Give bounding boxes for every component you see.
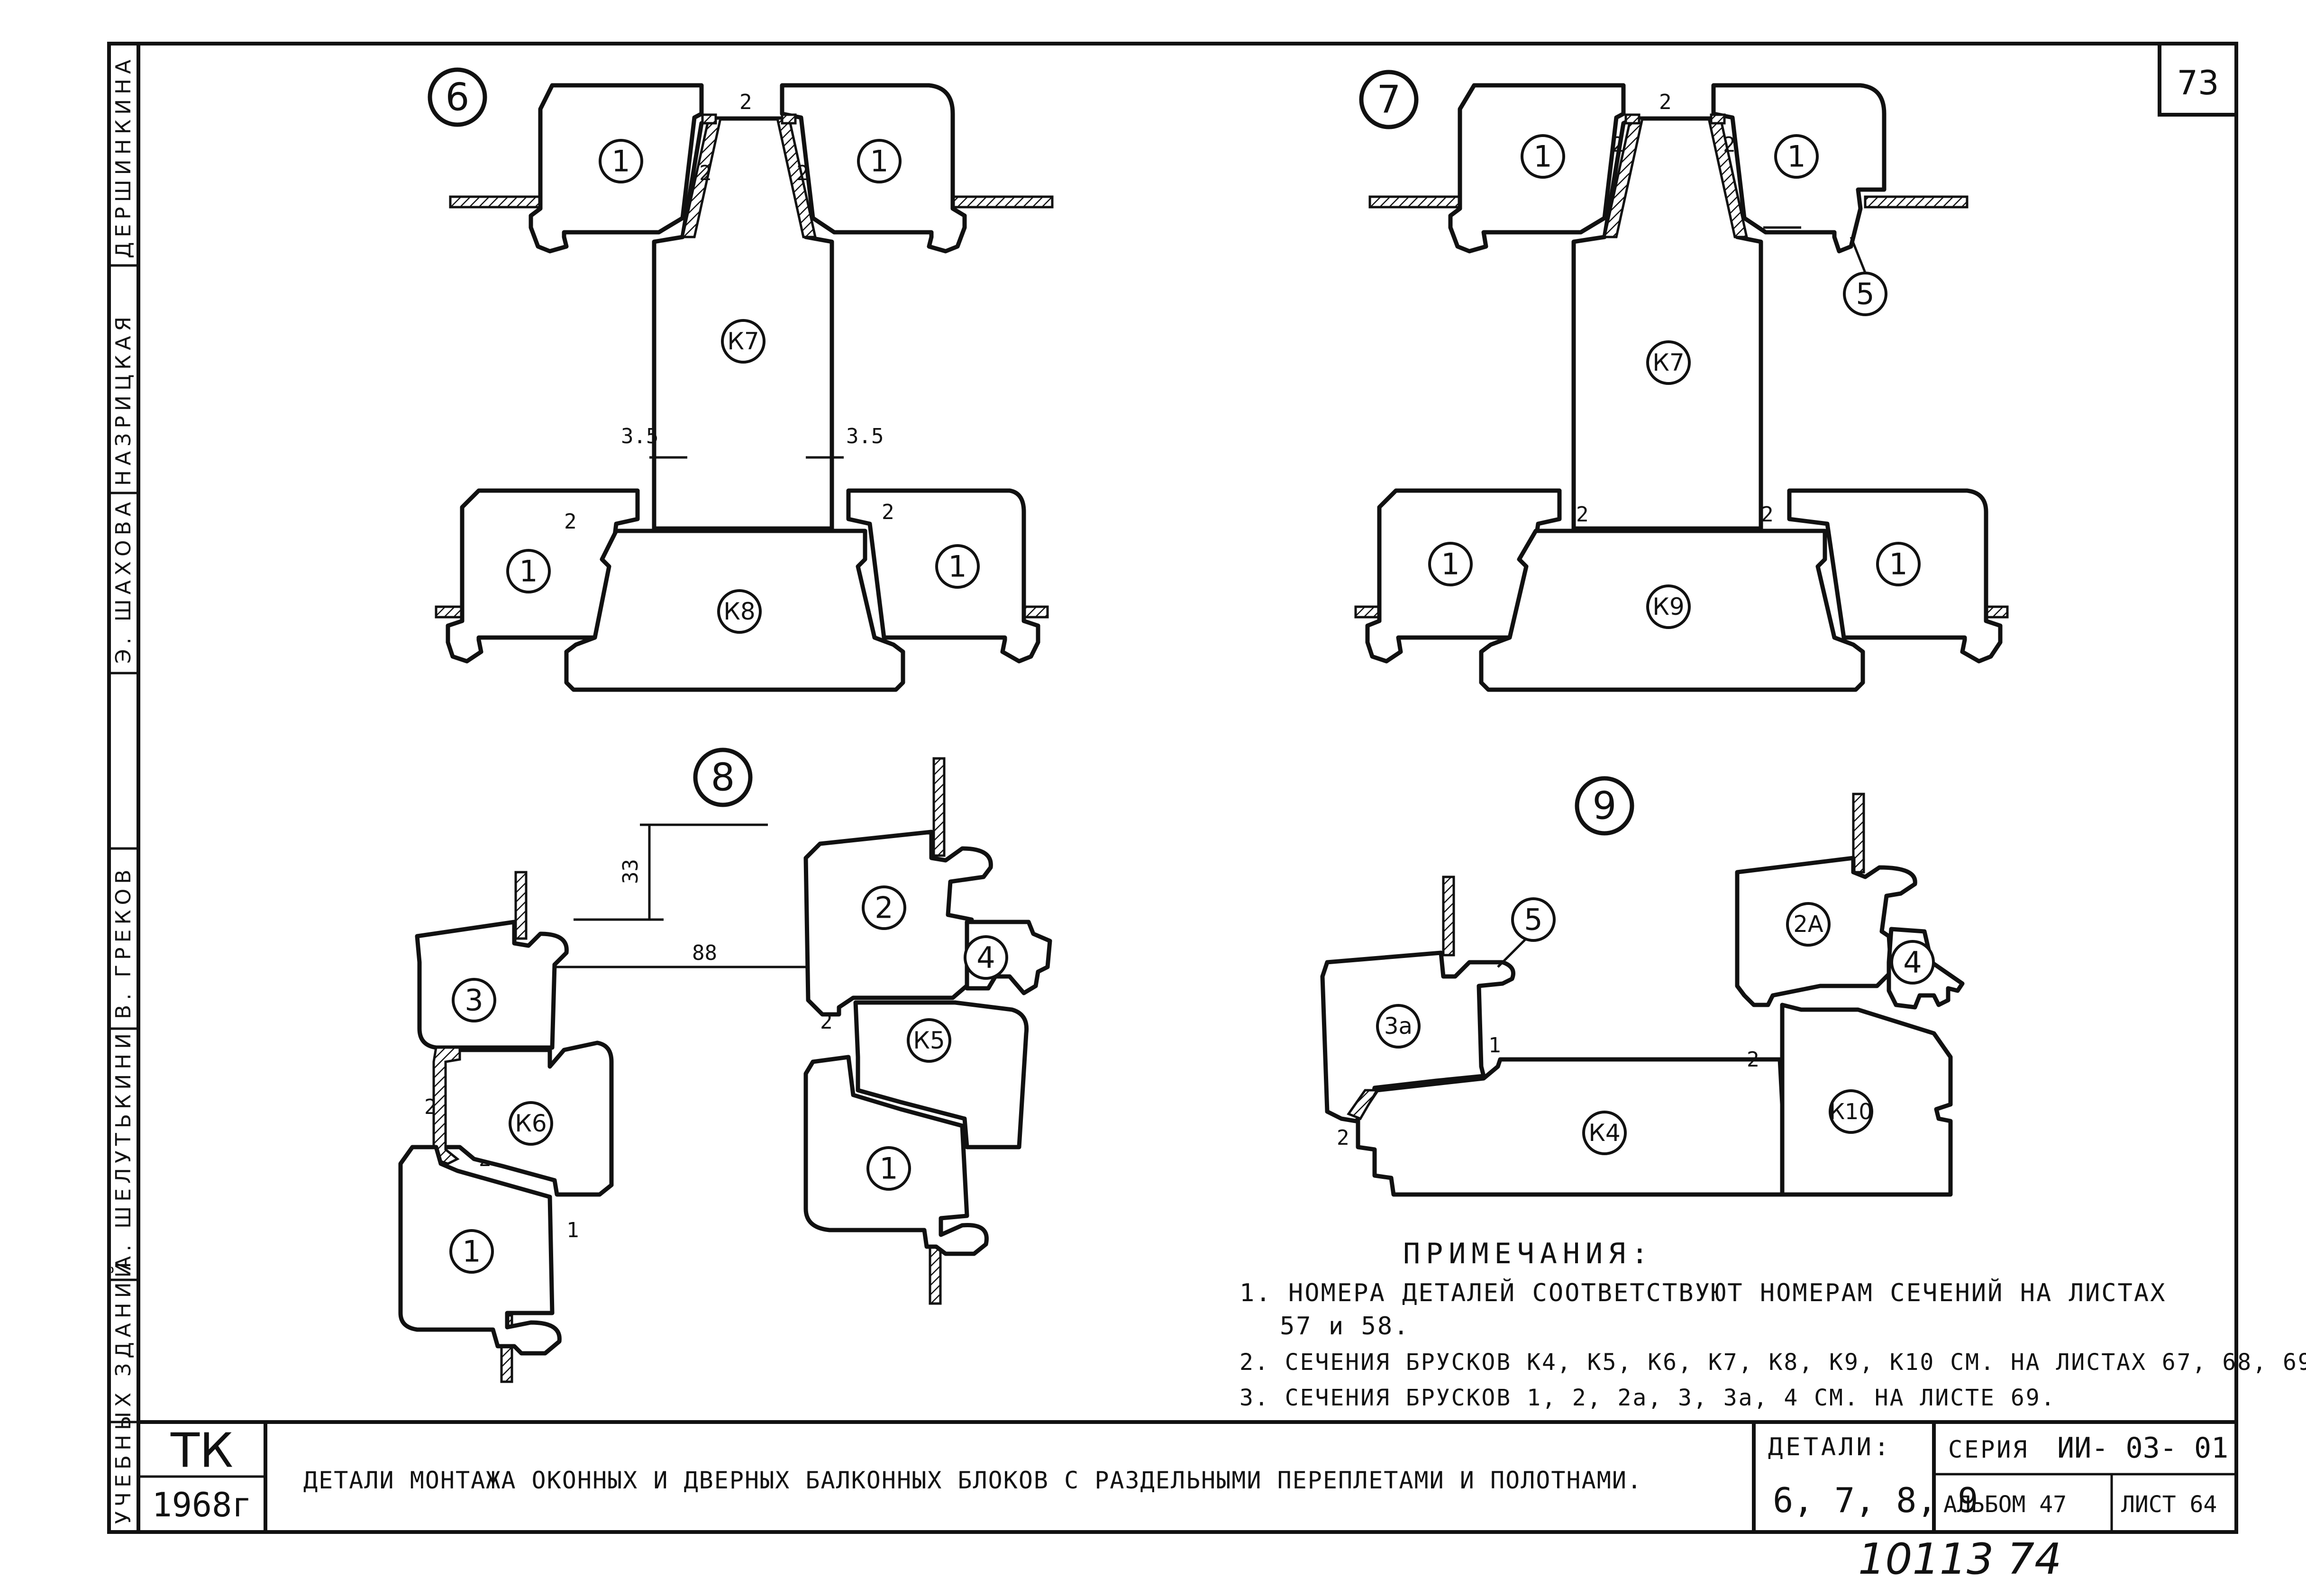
- detail-9-number: 9: [1593, 784, 1617, 828]
- part-8-k6: К6: [515, 1110, 547, 1137]
- part-9-4: 4: [1903, 945, 1922, 980]
- dim-6-7: 2: [882, 500, 894, 524]
- tb-details-label: ДЕТАЛИ:: [1768, 1433, 1892, 1461]
- part-6-1d: 1: [948, 549, 966, 584]
- dim-6-2: 2: [699, 161, 712, 185]
- notes: ПРИМЕЧАНИЯ: 1. НОМЕРА ДЕТАЛЕЙ СООТВЕТСТВ…: [1240, 1237, 2306, 1411]
- side-label-4: В. ГРЕКОВ: [111, 865, 136, 1019]
- detail-6: 6 2 2 2 3.5 3.5 2 2: [428, 67, 1054, 692]
- part-8-2: 2: [875, 891, 893, 925]
- part-6-1c: 1: [519, 554, 538, 589]
- dim-9-1: 1: [1488, 1033, 1501, 1058]
- dim-7-3: 2: [1723, 133, 1736, 157]
- side-label-2: НАЗРИЦКАЯ: [111, 312, 136, 486]
- detail-6-dims: 2 2 2 3.5 3.5 2 2: [564, 90, 894, 534]
- detail-8-number: 8: [711, 756, 735, 800]
- dim-7-5: 2: [1761, 502, 1774, 527]
- side-label-1: ДЕРШИНКИНА: [111, 55, 136, 258]
- dim-9-2: 2: [1337, 1126, 1349, 1150]
- part-6-k8: К8: [723, 598, 755, 625]
- side-labels: ДЕРШИНКИНА НАЗРИЦКАЯ Э. ШАХОВА В. ГРЕКОВ…: [110, 55, 136, 1524]
- note-3: 3. СЕЧЕНИЯ БРУСКОВ 1, 2, 2а, 3, 3а, 4 СМ…: [1240, 1385, 2056, 1411]
- dim-6-5: 3.5: [846, 424, 884, 448]
- dim-7-2: 2: [1612, 133, 1624, 157]
- dim-9-3: 2: [1747, 1048, 1759, 1072]
- part-7-1a: 1: [1533, 139, 1552, 174]
- dim-7-1: 2: [1659, 90, 1672, 114]
- dim-7-4: 2: [1576, 502, 1589, 527]
- detail-9-dims: 1 2 2: [1337, 1033, 1759, 1150]
- dim-6-6: 2: [564, 510, 577, 534]
- tb-details-value: 6, 7, 8, 9: [1773, 1480, 1978, 1520]
- part-8-1b: 1: [879, 1151, 898, 1186]
- part-7-5: 5: [1856, 277, 1874, 311]
- dim-6-3: 2: [796, 161, 809, 185]
- tb-title: ДЕТАЛИ МОНТАЖА ОКОННЫХ И ДВЕРНЫХ БАЛКОНН…: [303, 1467, 1642, 1494]
- part-9-5: 5: [1524, 903, 1542, 937]
- dim-8-d: 1: [566, 1218, 579, 1242]
- part-9-3a: 3а: [1384, 1013, 1413, 1040]
- tb-org: ТК: [170, 1423, 233, 1478]
- note-1: 1. НОМЕРА ДЕТАЛЕЙ СООТВЕТСТВУЮТ НОМЕРАМ …: [1240, 1278, 2166, 1307]
- tb-album: АЛЬБОМ 47: [1943, 1491, 2067, 1518]
- part-6-1a: 1: [611, 144, 630, 179]
- part-7-1c: 1: [1441, 547, 1459, 582]
- part-8-k5: К5: [913, 1027, 945, 1054]
- part-9-k4: К4: [1588, 1119, 1620, 1147]
- sheet-frame: [107, 42, 2238, 1534]
- detail-7-number: 7: [1377, 78, 1401, 122]
- side-label-5: А. ШЕЛУТЬКИНИ: [111, 1029, 136, 1270]
- part-6-1b: 1: [870, 144, 888, 179]
- part-7-1d: 1: [1889, 547, 1907, 582]
- detail-8: 8 33 88 2 2 2 1 2 2 1: [398, 748, 1052, 1383]
- detail-6-number: 6: [446, 75, 470, 119]
- tb-series-value: ИИ- 03- 01: [2057, 1432, 2228, 1465]
- part-7-k7: К7: [1652, 349, 1684, 376]
- dim-6-4: 3.5: [621, 424, 658, 448]
- part-7-k9: К9: [1652, 593, 1684, 620]
- part-8-4: 4: [976, 940, 995, 975]
- detail-7-dims: 2 2 2 2 2: [1576, 90, 1801, 527]
- side-label-3: Э. ШАХОВА: [111, 497, 136, 664]
- dim-8-33: 33: [619, 859, 643, 884]
- part-6-k7: К7: [727, 328, 759, 355]
- part-7-1b: 1: [1787, 139, 1805, 174]
- tb-sheet: ЛИСТ 64: [2121, 1491, 2217, 1518]
- detail-9: 9 1 2 2 5 3а К4 2А 4 К10: [1320, 776, 1965, 1197]
- title-block: ТК 1968г ДЕТАЛИ МОНТАЖА ОКОННЫХ И ДВЕРНЫ…: [138, 1420, 2236, 1532]
- tb-series-label: СЕРИЯ: [1948, 1436, 2029, 1463]
- detail-7: 7 2 2 2 2 2 1 1 К7 5 1: [1354, 70, 2009, 692]
- notes-title: ПРИМЕЧАНИЯ:: [1403, 1237, 1654, 1270]
- part-9-k10: К10: [1829, 1099, 1872, 1124]
- tb-year: 1968г: [152, 1486, 252, 1524]
- page-number: 73: [2177, 64, 2219, 102]
- part-9-2a: 2А: [1793, 911, 1823, 938]
- note-1b: 57 и 58.: [1280, 1312, 1410, 1341]
- dim-8-88: 88: [692, 941, 717, 965]
- dim-6-1: 2: [739, 90, 752, 114]
- part-8-3: 3: [465, 983, 483, 1018]
- side-label-6: УЧЕБНЫХ ЗДАНИЙ: [110, 1257, 136, 1524]
- part-8-1a: 1: [462, 1234, 481, 1269]
- handwritten-number: 10113 74: [1858, 1534, 2061, 1584]
- note-2: 2. СЕЧЕНИЯ БРУСКОВ К4, К5, К6, К7, К8, К…: [1240, 1349, 2306, 1376]
